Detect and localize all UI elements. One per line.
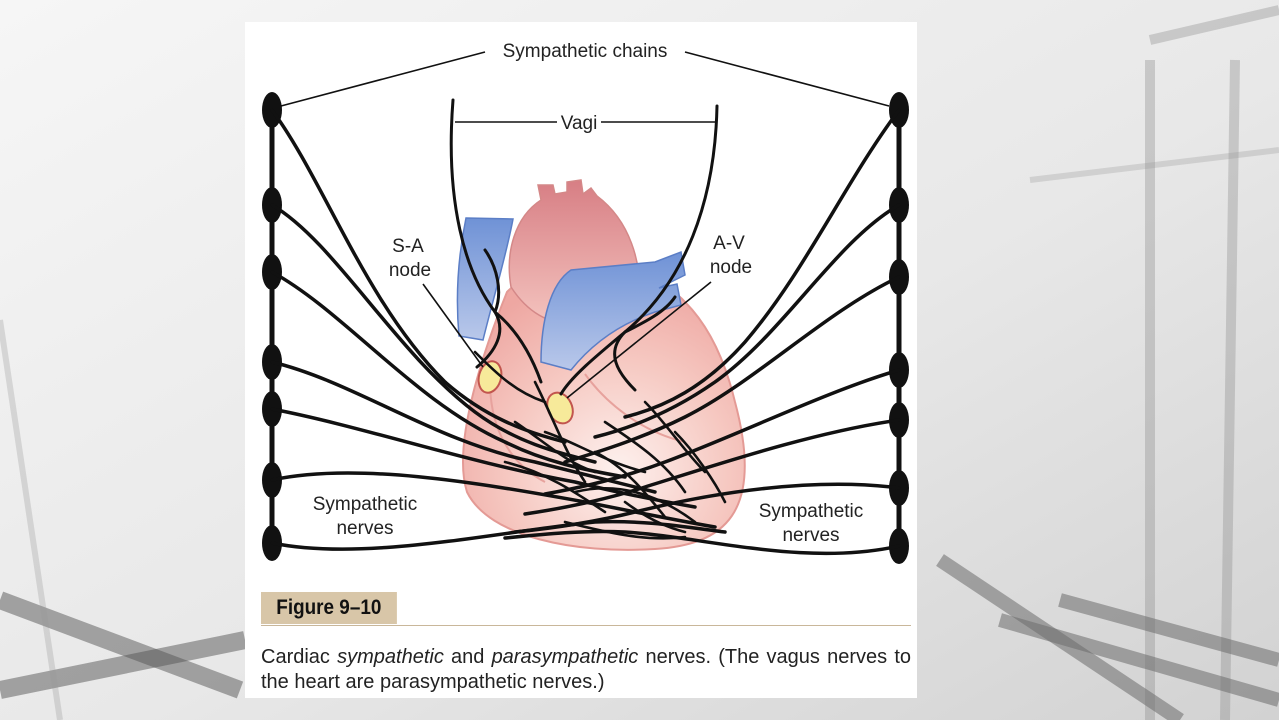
- caption-emphasis-sympathetic: sympathetic: [337, 646, 444, 668]
- vagus-nerves: [449, 98, 719, 396]
- right-sympathetic-chain: [889, 92, 909, 564]
- figure-label: Figure 9–10: [261, 592, 397, 624]
- cardiac-nerves-diagram: Sympathetic chains Vagi S-A node A-V nod…: [262, 41, 909, 564]
- caption-text-1: Cardiac: [261, 646, 338, 668]
- pulmonary-artery: [540, 250, 686, 371]
- label-right-sympathetic-nerves-line2: nerves: [782, 525, 839, 546]
- caption-text-3: nerves. (The vagus nerves to the heart a…: [261, 646, 911, 693]
- label-av-node-line2: node: [710, 257, 752, 278]
- label-sa-node-line2: node: [389, 260, 431, 281]
- label-sympathetic-chains: Sympathetic chains: [503, 41, 668, 62]
- label-vagi: Vagi: [561, 113, 598, 134]
- sa-node: [477, 360, 503, 394]
- label-right-sympathetic-nerves-line1: Sympathetic: [759, 501, 864, 522]
- figure-card: Sympathetic chains Vagi S-A node A-V nod…: [245, 22, 917, 698]
- caption-text-2: and: [443, 646, 492, 668]
- caption-emphasis-parasympathetic: parasympathetic: [491, 646, 639, 668]
- label-sa-node-line1: S-A: [392, 236, 424, 257]
- label-left-sympathetic-nerves-line1: Sympathetic: [313, 494, 418, 515]
- superior-vena-cava: [456, 217, 514, 341]
- cardiac-nerve-plexus: [473, 350, 727, 540]
- label-left-sympathetic-nerves-line2: nerves: [336, 518, 393, 539]
- left-sympathetic-chain: [262, 92, 282, 561]
- leader-lines: [280, 51, 890, 399]
- figure-caption: Cardiac sympathetic and parasympathetic …: [261, 645, 911, 695]
- label-av-node-line1: A-V: [713, 233, 745, 254]
- figure-header: Figure 9–10: [261, 592, 911, 626]
